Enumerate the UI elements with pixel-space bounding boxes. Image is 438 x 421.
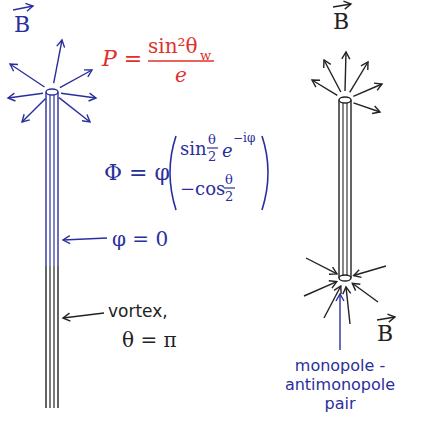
- fraction-term: 2: [208, 150, 216, 163]
- vector-arrow: [13, 6, 33, 10]
- annotation: φ = 0: [112, 229, 168, 249]
- formula-term: P =: [102, 48, 142, 70]
- caption-note: monopole - antimonopole pair: [275, 356, 405, 414]
- vector-arrow: [333, 4, 351, 7]
- exponent: −iφ: [233, 132, 255, 144]
- formula-term: e: [175, 65, 187, 85]
- leader-arrow: [339, 294, 340, 350]
- vector-arrow: [377, 317, 395, 320]
- fraction-bar: [224, 187, 235, 188]
- flux-tube: [339, 97, 351, 281]
- field-arrows: [8, 40, 96, 122]
- field-symbol: B: [14, 14, 30, 36]
- formula-term: sin: [180, 140, 207, 158]
- annotation: vortex,: [108, 303, 168, 320]
- fraction-term: 2: [225, 190, 233, 203]
- parenthesis: [170, 136, 176, 210]
- annotation: θ = π: [122, 330, 177, 350]
- formula-term: sin²θ: [148, 36, 198, 56]
- field-symbol: B: [377, 323, 393, 345]
- formula-term: Φ = φ: [104, 162, 170, 184]
- leader-arrow: [63, 238, 107, 240]
- flux-tube: [46, 89, 58, 408]
- subscript: w: [200, 49, 211, 62]
- formula-term: e: [222, 142, 233, 160]
- parenthesis: [262, 136, 268, 210]
- leader-arrow: [63, 313, 104, 318]
- fraction-bar: [207, 147, 218, 148]
- field-arrows: [304, 52, 386, 324]
- fraction-term: θ: [208, 133, 216, 146]
- field-symbol: B: [333, 11, 349, 33]
- formula-term: −cos: [180, 180, 225, 198]
- fraction-term: θ: [225, 173, 233, 186]
